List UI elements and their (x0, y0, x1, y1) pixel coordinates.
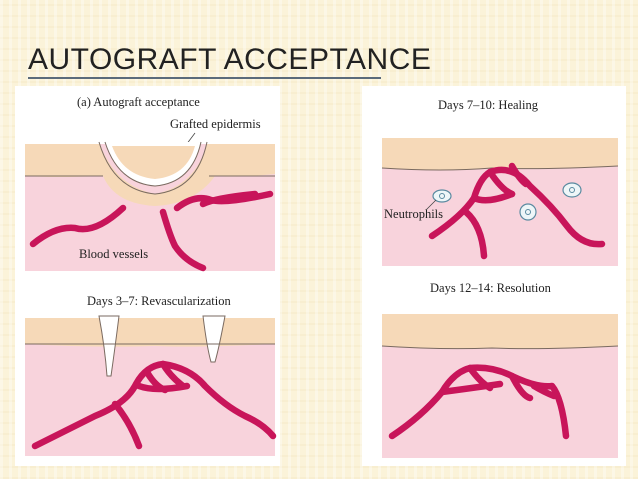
neutrophils-pointer (425, 199, 437, 211)
grafted-epidermis (112, 146, 195, 179)
neutrophil-cell (562, 182, 582, 198)
resolution-figure: Days 12–14: Resolution (381, 281, 619, 458)
revasc-vessel-branch (111, 400, 143, 450)
vessel-center (159, 208, 207, 272)
left-panel-svg: (a) Autograft acceptance Grafted epiderm… (25, 95, 277, 456)
resolution-vessel-loop4 (530, 382, 558, 400)
resolution-vessel-main (388, 364, 570, 440)
epidermis-layer (25, 144, 275, 206)
resolution-vessel-loop1 (438, 380, 504, 396)
neutrophil-nucleus (569, 187, 575, 193)
resolution-vessel-loop3 (508, 372, 534, 402)
epidermis-layer-b (25, 318, 275, 347)
revasc-vessel-loop3 (159, 360, 187, 390)
autograft-acceptance-figure: (a) Autograft acceptance Grafted epiderm… (25, 95, 275, 272)
right-panel-svg: Days 7–10: Healing Neutrophils Days 12–1… (381, 98, 619, 458)
neutrophil-cell (432, 189, 452, 203)
slide-title: AUTOGRAFT ACCEPTANCE (28, 43, 432, 76)
graft-edge-right (202, 315, 226, 363)
vessel-left (29, 204, 127, 248)
graft-edge-left (98, 315, 120, 377)
panel-b-title: Days 3–7: Revascularization (87, 294, 231, 308)
healing-vessel-loop2 (486, 168, 516, 198)
revasc-vessel-loop2 (143, 368, 169, 394)
healing-vessel-loop3 (508, 162, 530, 188)
panel-c-title: Days 7–10: Healing (438, 98, 539, 112)
title-underline (28, 77, 381, 79)
healing-vessel-branch (462, 208, 488, 260)
neutrophils-label: Neutrophils (384, 207, 443, 221)
vessel-right-lower (199, 190, 259, 208)
healing-figure: Days 7–10: Healing Neutrophils (381, 98, 619, 266)
skin-boundary-d (381, 345, 619, 350)
epidermis-layer-d (382, 314, 618, 349)
epidermis-layer-c (382, 138, 618, 170)
neutrophil-nucleus (525, 209, 531, 215)
left-panel: (a) Autograft acceptance Grafted epiderm… (15, 86, 280, 466)
graft-bed-outer (98, 141, 208, 195)
healing-vessel-main (428, 166, 606, 248)
resolution-vessel-loop2 (466, 364, 494, 392)
panel-d-title: Days 12–14: Resolution (430, 281, 552, 295)
right-panel: Days 7–10: Healing Neutrophils Days 12–1… (362, 86, 626, 466)
grafted-epidermis-label: Grafted epidermis (170, 117, 261, 131)
neutrophil-cell (519, 203, 537, 221)
panel-a-title: (a) Autograft acceptance (77, 95, 200, 109)
blood-vessels-label: Blood vessels (79, 247, 148, 261)
neutrophil-nucleus (439, 193, 445, 199)
revascularization-figure: Days 3–7: Revascularization (25, 294, 277, 456)
